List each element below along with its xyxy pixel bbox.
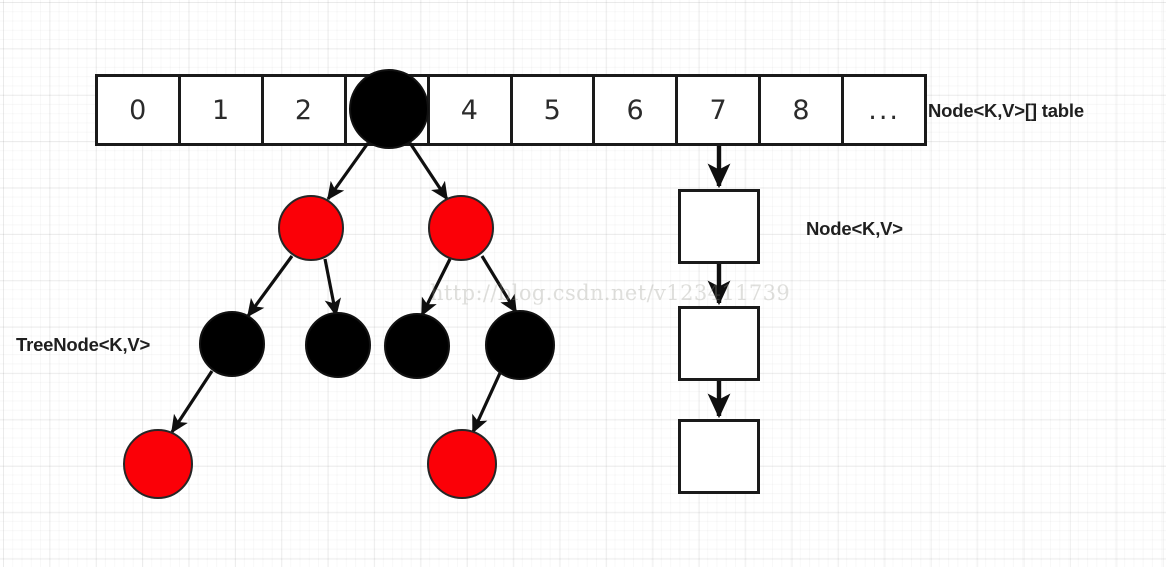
node-box-3[interactable] — [678, 419, 760, 494]
edge-left-to-child-b — [323, 258, 342, 317]
tree-node-right-red[interactable] — [428, 195, 494, 261]
table-cell-1[interactable]: 1 — [181, 77, 264, 143]
node-box-1[interactable] — [678, 189, 760, 264]
edge-child-b-to-leaf — [471, 372, 502, 434]
table-cell-7[interactable]: 7 — [678, 77, 762, 143]
tree-node-black-1[interactable] — [199, 311, 265, 377]
tree-node-black-4[interactable] — [485, 310, 555, 380]
edge-child-a-to-leaf — [170, 370, 214, 434]
table-cell-8[interactable]: 8 — [761, 77, 845, 143]
label-node-table: Node<K,V>[] table — [928, 100, 1084, 121]
tree-node-leaf-red-right[interactable] — [427, 429, 497, 499]
tree-node-black-2[interactable] — [305, 312, 371, 378]
label-treenode: TreeNode<K,V> — [16, 334, 151, 355]
table-cell-0[interactable]: 0 — [98, 77, 181, 143]
edge-left-to-child-a — [246, 255, 294, 318]
tree-node-root[interactable] — [349, 69, 429, 149]
table-cell-5[interactable]: 5 — [513, 77, 596, 143]
tree-node-leaf-red-left[interactable] — [123, 429, 193, 499]
watermark-text: http://blog.csdn.net/v123411739 — [430, 281, 791, 305]
table-cell-4[interactable]: 4 — [430, 77, 513, 143]
node-table-array: 0 1 2 4 5 6 7 8 ... — [95, 74, 927, 146]
tree-node-left-red[interactable] — [278, 195, 344, 261]
edge-root-to-left — [326, 142, 370, 201]
table-cell-ellipsis[interactable]: ... — [868, 94, 900, 126]
table-cell-6[interactable]: 6 — [595, 77, 679, 143]
label-node-linked-list: Node<K,V> — [806, 218, 903, 239]
tree-node-black-3[interactable] — [384, 313, 450, 379]
node-box-2[interactable] — [678, 306, 760, 381]
edge-root-to-right — [408, 142, 449, 201]
table-cell-2[interactable]: 2 — [264, 77, 347, 143]
